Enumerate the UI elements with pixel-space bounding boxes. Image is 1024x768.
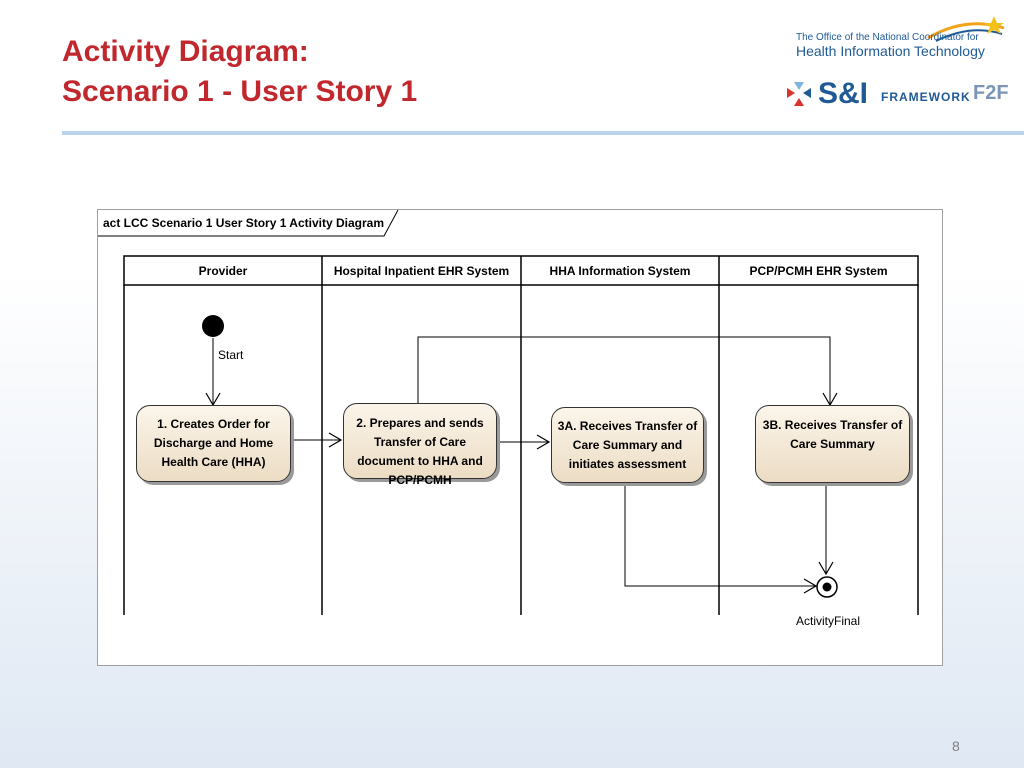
activity-node-3b: 3B. Receives Transfer of Care Summary xyxy=(755,405,910,483)
start-node xyxy=(202,315,224,337)
slide-title-line-2: Scenario 1 - User Story 1 xyxy=(62,75,418,108)
diagram-canvas xyxy=(98,210,919,615)
onc-logo-line-1: The Office of the National Coordinator f… xyxy=(796,32,979,43)
onc-logo: The Office of the National Coordinator f… xyxy=(796,14,1006,64)
header-divider xyxy=(62,131,1024,135)
si-logo-brand: S&I xyxy=(818,77,869,110)
activity-final-dot xyxy=(822,582,832,592)
activity-final-label: ActivityFinal xyxy=(796,614,861,628)
si-framework-logo: S&I FRAMEWORK F2F xyxy=(784,76,1020,116)
slide-title: Activity Diagram: Scenario 1 - User Stor… xyxy=(62,32,417,112)
lane-header-hospital-ehr: Hospital Inpatient EHR System xyxy=(333,264,510,278)
onc-star-swoosh-icon xyxy=(927,16,1005,42)
activity-diagram: act LCC Scenario 1 User Story 1 Activity… xyxy=(97,209,943,666)
start-label: Start xyxy=(218,348,244,362)
si-arrows-icon xyxy=(787,82,811,106)
activity-node-3a: 3A. Receives Transfer of Care Summary an… xyxy=(551,407,704,483)
lane-header-hha-system: HHA Information System xyxy=(549,264,691,278)
si-logo-f2f: F2F xyxy=(973,82,1009,104)
activity-node-1: 1. Creates Order for Discharge and Home … xyxy=(136,405,291,482)
diagram-frame-label: act LCC Scenario 1 User Story 1 Activity… xyxy=(103,216,384,230)
page-number: 8 xyxy=(952,738,960,754)
lane-header-pcp-ehr: PCP/PCMH EHR System xyxy=(749,264,888,278)
lane-header-provider: Provider xyxy=(198,264,248,278)
flow-2-to-3b xyxy=(417,336,830,405)
si-logo-framework: FRAMEWORK xyxy=(881,90,971,104)
flow-3a-to-final xyxy=(624,485,816,586)
activity-node-2: 2. Prepares and sends Transfer of Care d… xyxy=(343,403,497,487)
frame-label-tab xyxy=(98,210,399,237)
slide-title-line-1: Activity Diagram: xyxy=(62,35,309,68)
onc-logo-line-2: Health Information Technology xyxy=(796,43,985,59)
